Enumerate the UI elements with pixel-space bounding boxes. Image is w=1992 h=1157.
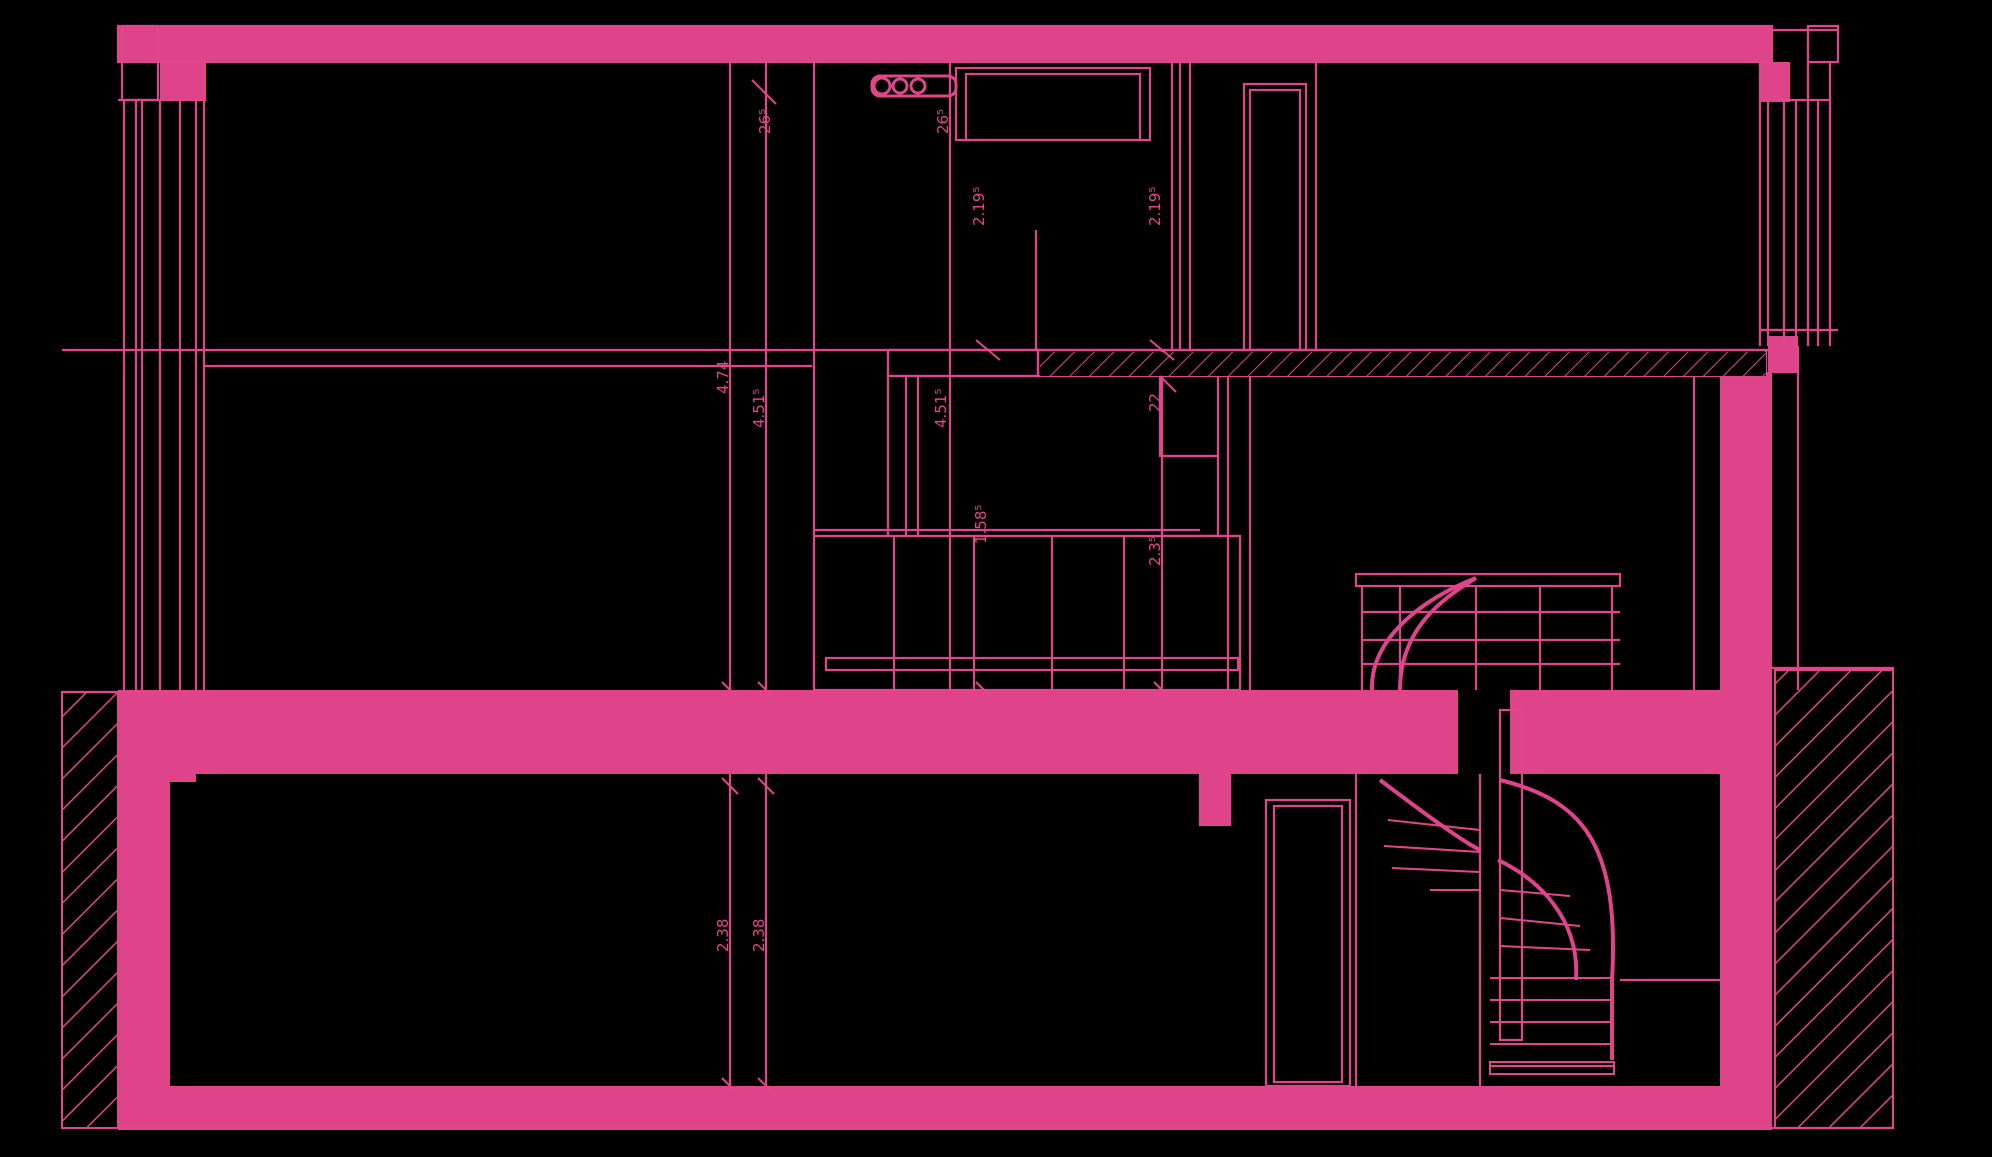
fixture-icon: [870, 74, 958, 98]
dim-451-b: 4.51⁵: [932, 389, 950, 428]
ground-slab-right: [1510, 690, 1722, 774]
dim-23: 2.3⁵: [1146, 536, 1164, 566]
wall-right: [1720, 372, 1772, 1130]
dim-158: 1.58⁵: [972, 505, 990, 544]
dim-238-b: 2.38: [750, 919, 768, 952]
dim-26-left: 26⁵: [756, 109, 774, 134]
dim-451-a: 4.51⁵: [750, 389, 768, 428]
dim-238-a: 2.38: [714, 919, 732, 952]
dim-26-right: 26⁵: [934, 109, 952, 134]
linework: [62, 24, 1894, 1130]
dim-22: 22: [1146, 393, 1164, 412]
basement-floor: [118, 1086, 1722, 1130]
dimension-labels: 26⁵ 26⁵ 2.19⁵ 2.19⁵ 4.74 4.51⁵ 4.51⁵ 22 …: [714, 109, 1164, 952]
stair-treads: [1383, 819, 1615, 1075]
ground-right: [1774, 669, 1894, 1129]
ground-slab: [118, 690, 1458, 774]
dimension-ticks: [721, 79, 1177, 1095]
basement-wall-left: [118, 772, 170, 1130]
upper-slab-hatch: [1040, 352, 1766, 376]
roof-end-left: [118, 26, 158, 62]
wall-upper-left: [160, 62, 206, 100]
ground-left: [61, 691, 119, 1129]
dim-219-a: 2.19⁵: [970, 187, 988, 226]
dim-474: 4.74: [714, 361, 732, 394]
spiral-stair: [1369, 576, 1615, 1060]
roof-slab: [158, 26, 1772, 62]
dim-219-b: 2.19⁵: [1146, 187, 1164, 226]
basement-column: [1200, 774, 1230, 826]
ground-slab-left-ext: [156, 772, 196, 782]
wall-upper-right: [1760, 62, 1790, 102]
structure: [118, 26, 1798, 1130]
